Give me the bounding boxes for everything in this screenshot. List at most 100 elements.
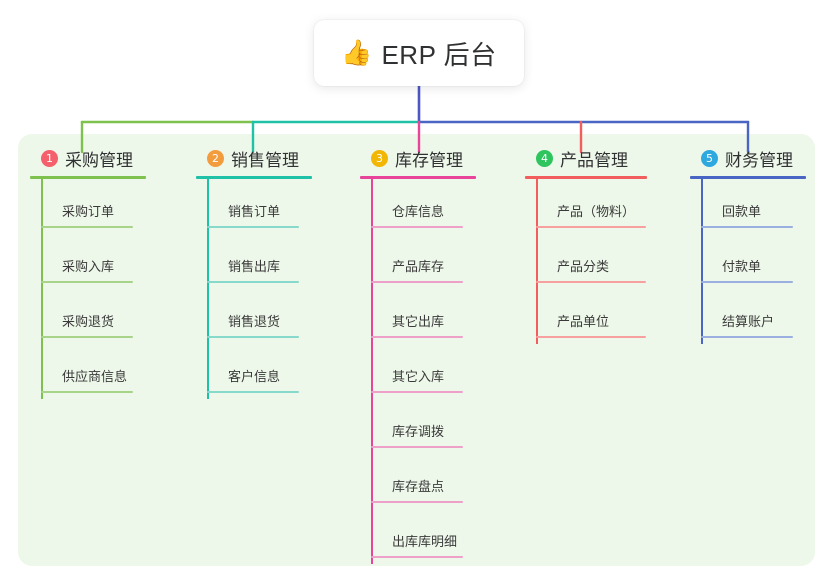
leaf-label: 结算账户 xyxy=(722,314,775,329)
leaf-underline xyxy=(371,281,463,283)
leaf-underline xyxy=(207,281,299,283)
leaf-underline xyxy=(536,336,646,338)
leaf-label: 销售订单 xyxy=(228,204,281,219)
branch-title-3: 库存管理 xyxy=(395,150,463,170)
leaf-node[interactable]: 其它出库 xyxy=(360,289,476,344)
leaf-underline xyxy=(371,391,463,393)
leaf-node[interactable]: 库存盘点 xyxy=(360,454,476,509)
branch-underline-4 xyxy=(525,176,647,179)
leaf-node[interactable]: 其它入库 xyxy=(360,344,476,399)
branch-spine-1 xyxy=(41,179,43,399)
leaf-node[interactable]: 销售订单 xyxy=(196,179,312,234)
leaf-underline xyxy=(536,281,646,283)
branch-spine-3 xyxy=(371,179,373,564)
branch-header-3[interactable]: 3 库存管理 xyxy=(360,146,476,170)
leaf-underline xyxy=(207,391,299,393)
leaf-underline xyxy=(41,391,133,393)
leaf-underline xyxy=(207,336,299,338)
leaf-label: 回款单 xyxy=(722,204,762,219)
leaf-underline xyxy=(371,556,463,558)
branch-header-2[interactable]: 2 销售管理 xyxy=(196,146,312,170)
leaf-node[interactable]: 产品库存 xyxy=(360,234,476,289)
leaf-node[interactable]: 结算账户 xyxy=(690,289,806,344)
branch-badge-5: 5 xyxy=(701,149,718,167)
branch-title-5: 财务管理 xyxy=(725,150,793,170)
leaf-label: 销售出库 xyxy=(228,259,281,274)
branch-column-4[interactable]: 4 产品管理产品（物料） 产品分类产品单位 xyxy=(525,146,647,344)
branch-underline-5 xyxy=(690,176,806,179)
leaf-underline xyxy=(41,281,133,283)
branch-column-5[interactable]: 5 财务管理回款单付款单结算账户 xyxy=(690,146,806,344)
leaf-node[interactable]: 产品分类 xyxy=(525,234,647,289)
branch-items-5: 回款单付款单结算账户 xyxy=(690,179,806,344)
branch-items-3: 仓库信息产品库存其它出库其它入库库存调拨库存盘点出库库明细 xyxy=(360,179,476,564)
leaf-node[interactable]: 销售出库 xyxy=(196,234,312,289)
leaf-node[interactable]: 产品（物料） xyxy=(525,179,647,234)
leaf-label: 出库库明细 xyxy=(392,534,458,549)
branch-header-4[interactable]: 4 产品管理 xyxy=(525,146,647,170)
leaf-underline xyxy=(207,226,299,228)
branch-underline-1 xyxy=(30,176,146,179)
leaf-node[interactable]: 回款单 xyxy=(690,179,806,234)
leaf-underline xyxy=(701,336,793,338)
leaf-node[interactable]: 采购退货 xyxy=(30,289,146,344)
branch-column-2[interactable]: 2 销售管理销售订单销售出库销售退货客户信息 xyxy=(196,146,312,399)
leaf-label: 产品（物料） xyxy=(557,204,636,219)
leaf-label: 库存调拨 xyxy=(392,424,445,439)
leaf-label: 产品单位 xyxy=(557,314,610,329)
branch-title-2: 销售管理 xyxy=(231,150,299,170)
leaf-underline xyxy=(371,336,463,338)
branch-badge-3: 3 xyxy=(371,149,388,167)
branch-spine-4 xyxy=(536,179,538,344)
leaf-node[interactable]: 付款单 xyxy=(690,234,806,289)
branch-badge-1: 1 xyxy=(41,149,58,167)
leaf-node[interactable]: 产品单位 xyxy=(525,289,647,344)
leaf-label: 销售退货 xyxy=(228,314,281,329)
leaf-underline xyxy=(701,281,793,283)
branch-spine-5 xyxy=(701,179,703,344)
leaf-node[interactable]: 出库库明细 xyxy=(360,509,476,564)
leaf-node[interactable]: 采购订单 xyxy=(30,179,146,234)
branch-column-3[interactable]: 3 库存管理仓库信息产品库存其它出库其它入库库存调拨库存盘点出库库明细 xyxy=(360,146,476,564)
branch-title-1: 采购管理 xyxy=(65,150,133,170)
leaf-node[interactable]: 库存调拨 xyxy=(360,399,476,454)
leaf-underline xyxy=(371,226,463,228)
leaf-underline xyxy=(371,501,463,503)
leaf-label: 客户信息 xyxy=(228,369,281,384)
branch-column-1[interactable]: 1 采购管理采购订单采购入库采购退货供应商信息 xyxy=(30,146,146,399)
root-node-erp-backend[interactable]: 👍 ERP 后台 xyxy=(314,20,524,86)
leaf-underline xyxy=(41,336,133,338)
branch-title-4: 产品管理 xyxy=(560,150,628,170)
leaf-underline xyxy=(536,226,646,228)
leaf-node[interactable]: 仓库信息 xyxy=(360,179,476,234)
leaf-label: 采购退货 xyxy=(62,314,115,329)
branch-underline-2 xyxy=(196,176,312,179)
branch-items-1: 采购订单采购入库采购退货供应商信息 xyxy=(30,179,146,399)
leaf-label: 付款单 xyxy=(722,259,762,274)
branch-items-4: 产品（物料） 产品分类产品单位 xyxy=(525,179,647,344)
branch-badge-4: 4 xyxy=(536,149,553,167)
leaf-label: 其它入库 xyxy=(392,369,445,384)
leaf-node[interactable]: 供应商信息 xyxy=(30,344,146,399)
leaf-label: 采购订单 xyxy=(62,204,115,219)
leaf-node[interactable]: 客户信息 xyxy=(196,344,312,399)
branch-spine-2 xyxy=(207,179,209,399)
leaf-label: 产品分类 xyxy=(557,259,610,274)
branch-items-2: 销售订单销售出库销售退货客户信息 xyxy=(196,179,312,399)
leaf-underline xyxy=(701,226,793,228)
leaf-node[interactable]: 采购入库 xyxy=(30,234,146,289)
leaf-label: 供应商信息 xyxy=(62,369,128,384)
branch-underline-3 xyxy=(360,176,476,179)
branch-badge-2: 2 xyxy=(207,149,224,167)
leaf-label: 产品库存 xyxy=(392,259,445,274)
diagram-background-panel xyxy=(18,134,815,566)
root-node-title: ERP 后台 xyxy=(381,39,497,70)
leaf-node[interactable]: 销售退货 xyxy=(196,289,312,344)
leaf-label: 采购入库 xyxy=(62,259,115,274)
thumbs-up-icon: 👍 xyxy=(341,38,373,67)
branch-header-5[interactable]: 5 财务管理 xyxy=(690,146,806,170)
leaf-label: 库存盘点 xyxy=(392,479,445,494)
branch-header-1[interactable]: 1 采购管理 xyxy=(30,146,146,170)
